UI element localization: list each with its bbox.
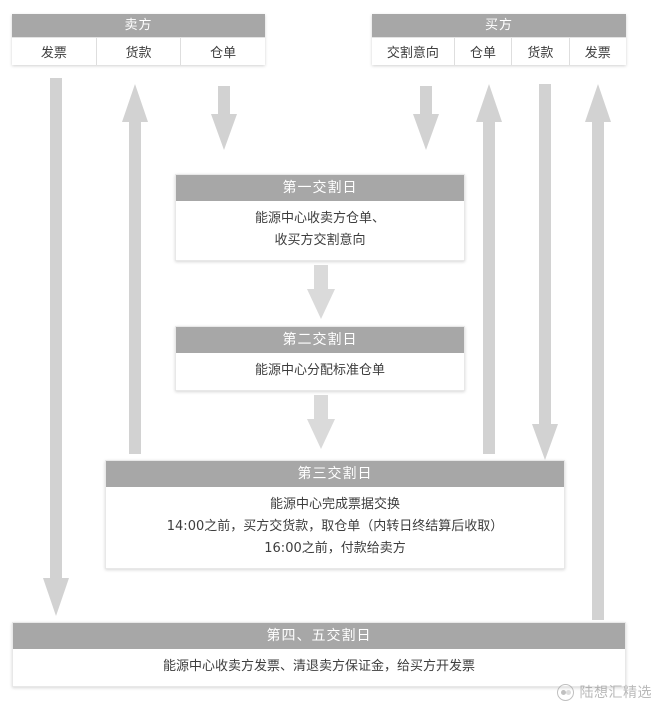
- arrow-buyer-intent-down: [412, 86, 440, 152]
- stage-day1-title: 第一交割日: [176, 175, 464, 201]
- seller-cell-invoice[interactable]: 发票: [12, 38, 97, 65]
- watermark: 陆想汇精选: [556, 682, 653, 702]
- buyer-party-table: 买方 交割意向 仓单 货款 发票: [372, 14, 626, 65]
- stage-day3-body: 能源中心完成票据交换 14:00之前，买方交货款，取仓单（内转日终结算后收取） …: [106, 487, 564, 568]
- stage-day3-line-2: 14:00之前，买方交货款，取仓单（内转日终结算后收取）: [166, 519, 504, 534]
- watermark-text: 陆想汇精选: [579, 685, 652, 701]
- arrow-seller-invoice-down: [42, 78, 70, 618]
- seller-party-table: 卖方 发票 货款 仓单: [12, 14, 266, 65]
- arrow-day1-to-day2: [306, 265, 336, 321]
- stage-day2-title: 第二交割日: [176, 327, 464, 353]
- stage-day45-body: 能源中心收卖方发票、清退卖方保证金，给买方开发票: [13, 649, 625, 686]
- arrow-seller-payment-up: [121, 84, 149, 454]
- seller-title: 卖方: [12, 14, 265, 37]
- arrow-buyer-payment-down: [531, 84, 559, 462]
- stage-day1-line-2: 收买方交割意向: [274, 233, 366, 248]
- stage-box-day45: 第四、五交割日 能源中心收卖方发票、清退卖方保证金，给买方开发票: [12, 622, 626, 687]
- stage-day3-line-1: 能源中心完成票据交换: [269, 497, 400, 512]
- buyer-cell-delivery-intent[interactable]: 交割意向: [372, 38, 455, 65]
- arrow-buyer-receipt-up: [475, 84, 503, 454]
- chat-bubbles-icon: [556, 683, 574, 701]
- stage-box-day3: 第三交割日 能源中心完成票据交换 14:00之前，买方交货款，取仓单（内转日终结…: [105, 460, 565, 569]
- arrow-day2-to-day3: [306, 395, 336, 451]
- seller-cells: 发票 货款 仓单: [12, 37, 266, 65]
- buyer-cell-payment[interactable]: 货款: [512, 38, 570, 65]
- stage-box-day2: 第二交割日 能源中心分配标准仓单: [175, 326, 465, 391]
- stage-day3-line-3: 16:00之前，付款给卖方: [264, 541, 406, 556]
- buyer-cell-warehouse-receipt[interactable]: 仓单: [454, 38, 513, 65]
- stage-box-day1: 第一交割日 能源中心收卖方仓单、 收买方交割意向: [175, 174, 465, 261]
- seller-cell-payment[interactable]: 货款: [96, 38, 182, 65]
- stage-day45-line-1: 能源中心收卖方发票、清退卖方保证金，给买方开发票: [162, 659, 475, 674]
- stage-day3-title: 第三交割日: [106, 461, 564, 487]
- arrow-seller-receipt-down: [210, 86, 238, 152]
- stage-day2-line-1: 能源中心分配标准仓单: [254, 363, 385, 378]
- stage-day45-title: 第四、五交割日: [13, 623, 625, 649]
- stage-day2-body: 能源中心分配标准仓单: [176, 353, 464, 390]
- arrow-buyer-invoice-up: [584, 84, 612, 620]
- buyer-cell-invoice[interactable]: 发票: [569, 38, 626, 65]
- buyer-cells: 交割意向 仓单 货款 发票: [372, 37, 626, 65]
- stage-day1-line-1: 能源中心收卖方仓单、: [254, 211, 385, 226]
- seller-cell-warehouse-receipt[interactable]: 仓单: [181, 38, 266, 65]
- stage-day1-body: 能源中心收卖方仓单、 收买方交割意向: [176, 201, 464, 260]
- buyer-title: 买方: [372, 14, 626, 37]
